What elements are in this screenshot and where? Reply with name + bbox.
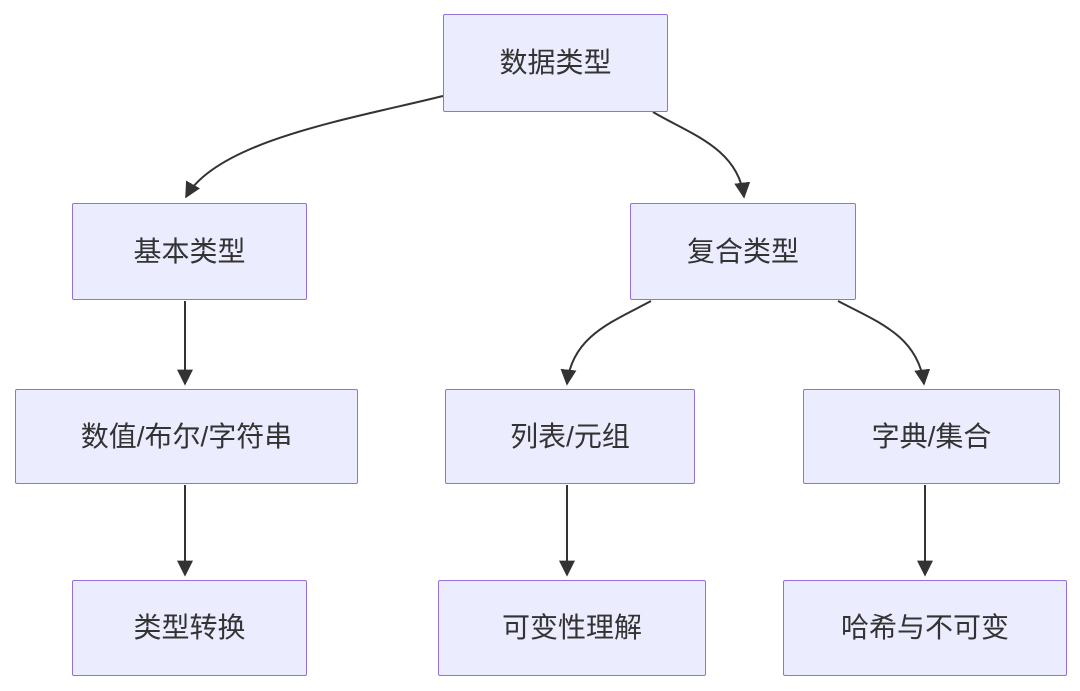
edge-composite-listtuple [560, 300, 652, 386]
edge-root-composite [652, 111, 751, 199]
edge-composite-dictset [837, 300, 931, 386]
node-dict-set: 字典/集合 [803, 389, 1060, 484]
node-hash-immutable: 哈希与不可变 [783, 580, 1067, 676]
node-numeric-bool-string: 数值/布尔/字符串 [15, 389, 358, 484]
node-basic-types: 基本类型 [72, 203, 307, 300]
node-type-conversion: 类型转换 [72, 580, 307, 676]
node-list-tuple: 列表/元组 [445, 389, 695, 484]
edge-root-basic [185, 95, 444, 199]
node-mutability: 可变性理解 [438, 580, 706, 676]
node-data-types: 数据类型 [443, 14, 668, 112]
node-composite-types: 复合类型 [630, 203, 856, 300]
